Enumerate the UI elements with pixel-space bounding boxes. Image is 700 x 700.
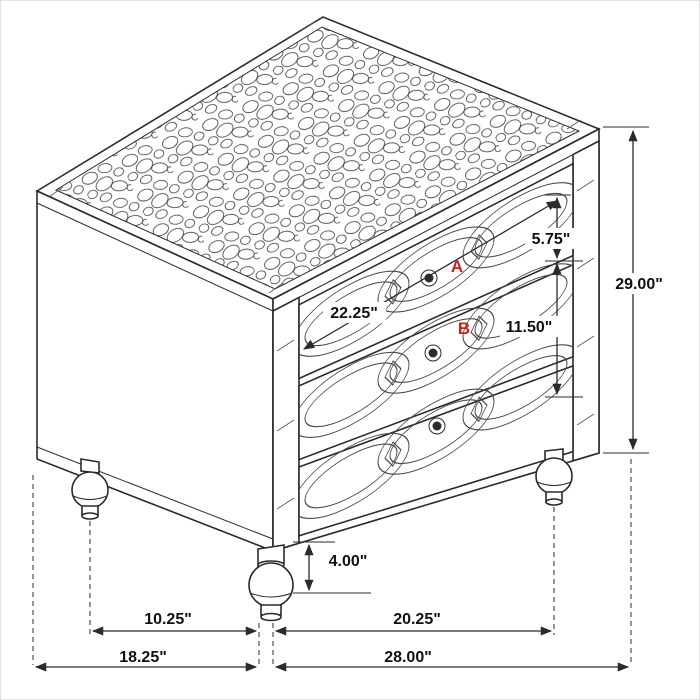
bun-foot-left [71, 458, 109, 520]
dim-top-drawer-label: 5.75" [532, 231, 571, 248]
dim-overall-height-label: 29.00" [615, 276, 663, 293]
drawer-knob [428, 417, 446, 435]
dim-drawer-width-line [303, 200, 558, 350]
bun-foot-right [535, 448, 573, 506]
dim-foot-height-label: 4.00" [329, 553, 368, 570]
drawer-bottom [298, 326, 574, 537]
drawer-marker-a: A [451, 257, 463, 276]
dim-drawer-opening-label: 11.50" [506, 319, 553, 336]
right-mirror-trim [572, 139, 600, 462]
dimension-labels: 29.00" 5.75" 11.50" 22.25" 4.00" 10.25" … [112, 228, 671, 666]
left-mirror-trim [272, 296, 300, 553]
label-bg [525, 228, 577, 249]
label-bg [323, 302, 386, 323]
label-bg [323, 550, 373, 571]
label-bg [377, 646, 440, 666]
label-bg [112, 646, 175, 666]
dim-front-foot-span-label: 20.25" [393, 611, 441, 628]
dim-drawer-width-label: 22.25" [330, 305, 378, 322]
label-bg [386, 608, 449, 628]
dim-overall-depth-label: 18.25" [119, 649, 167, 666]
label-bg [137, 608, 200, 628]
dim-left-foot-inset-label: 10.25" [144, 611, 192, 628]
croc-top-pattern [54, 26, 581, 290]
drawer-marker-b: B [458, 319, 470, 338]
bun-foot-front [248, 544, 294, 622]
projection-leaders [32, 459, 632, 665]
dim-overall-width-label: 28.00" [384, 649, 432, 666]
label-bg [500, 316, 558, 337]
label-bg [607, 273, 671, 294]
